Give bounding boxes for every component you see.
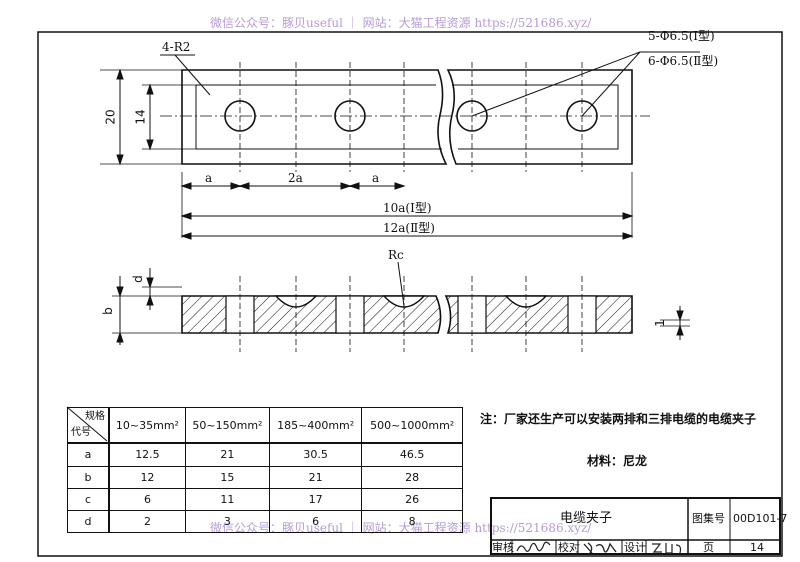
title-block <box>490 497 781 555</box>
note-text: 注：厂家还生产可以安装两排和三排电缆的电缆夹子 <box>480 412 757 426</box>
table-cell: 6 <box>108 487 186 511</box>
watermark-top: 微信公众号：豚贝useful ｜ 网站：大猫工程资源 https://52168… <box>210 16 592 30</box>
title-block-lines <box>490 497 781 555</box>
table-cell: 15 <box>184 465 270 489</box>
designer-signature <box>652 543 682 554</box>
dim-a-right: a <box>372 171 380 185</box>
table-row: a 12.5 21 30.5 46.5 <box>67 442 463 467</box>
length-type1: 10a(Ⅰ型) <box>383 201 432 215</box>
sheet-border <box>37 31 783 557</box>
row-code: a <box>67 442 110 467</box>
table-cell: 17 <box>268 487 363 511</box>
atlas-label: 图集号 <box>692 512 725 525</box>
corner-top-label: 规格 <box>85 411 105 422</box>
row-code: b <box>67 465 110 489</box>
drawing-title: 电缆夹子 <box>560 511 613 526</box>
table-cell: 30.5 <box>268 442 363 467</box>
table-cell: 11 <box>184 487 270 511</box>
table-row: c 6 11 17 26 <box>67 487 463 511</box>
spec-table: 规格 代号 10~35mm² 50~150mm² 185~400mm² 500~… <box>67 407 463 534</box>
dim-1-label: 1 <box>652 319 667 327</box>
table-cell: 26 <box>361 487 463 511</box>
dim-2a: 2a <box>288 171 303 185</box>
table-cell: 2 <box>108 509 186 534</box>
material-text: 材料：尼龙 <box>587 454 648 468</box>
length-type2: 12a(Ⅱ型) <box>383 221 435 235</box>
height-outer-label: 20 <box>103 109 118 125</box>
table-cell: 8 <box>361 509 463 534</box>
row-code: c <box>67 487 110 511</box>
table-header-row: 规格 代号 10~35mm² 50~150mm² 185~400mm² 500~… <box>67 407 463 444</box>
atlas-number: 00D101-7 <box>733 512 788 525</box>
corner-radius-label: 4-R2 <box>162 40 191 54</box>
table-corner-cell: 规格 代号 <box>67 407 110 444</box>
table-row: d 2 3 6 8 <box>67 509 463 534</box>
dim-d-label: d <box>130 275 145 283</box>
row-code: d <box>67 509 110 534</box>
review-label: 审核 <box>492 541 514 554</box>
design-label: 设计 <box>624 541 646 554</box>
page-number: 14 <box>750 541 764 554</box>
hole-label-type1: 5-Φ6.5(Ⅰ型) <box>648 29 715 43</box>
column-header: 10~35mm² <box>108 407 186 444</box>
groove-radius-label: Rc <box>388 248 404 262</box>
dim-b-label: b <box>100 307 115 315</box>
section-view <box>112 261 690 352</box>
page-label: 页 <box>703 541 714 554</box>
column-header: 50~150mm² <box>184 407 270 444</box>
height-inner-label: 14 <box>133 109 148 125</box>
table-cell: 12 <box>108 465 186 489</box>
table-row: b 12 15 21 28 <box>67 465 463 489</box>
plan-view <box>100 51 700 240</box>
table-cell: 12.5 <box>108 442 186 467</box>
corner-bottom-label: 代号 <box>71 427 91 438</box>
proof-label: 校对 <box>558 541 580 554</box>
column-header: 500~1000mm² <box>361 407 463 444</box>
column-header: 185~400mm² <box>268 407 363 444</box>
dim-a-left: a <box>205 171 213 185</box>
reviewer-signature <box>516 541 551 552</box>
table-cell: 3 <box>184 509 270 534</box>
table-cell: 21 <box>184 442 270 467</box>
table-cell: 28 <box>361 465 463 489</box>
hole-label-type2: 6-Φ6.5(Ⅱ型) <box>648 54 719 68</box>
proofreader-signature <box>583 542 617 554</box>
table-cell: 6 <box>268 509 363 534</box>
table-cell: 21 <box>268 465 363 489</box>
table-cell: 46.5 <box>361 442 463 467</box>
